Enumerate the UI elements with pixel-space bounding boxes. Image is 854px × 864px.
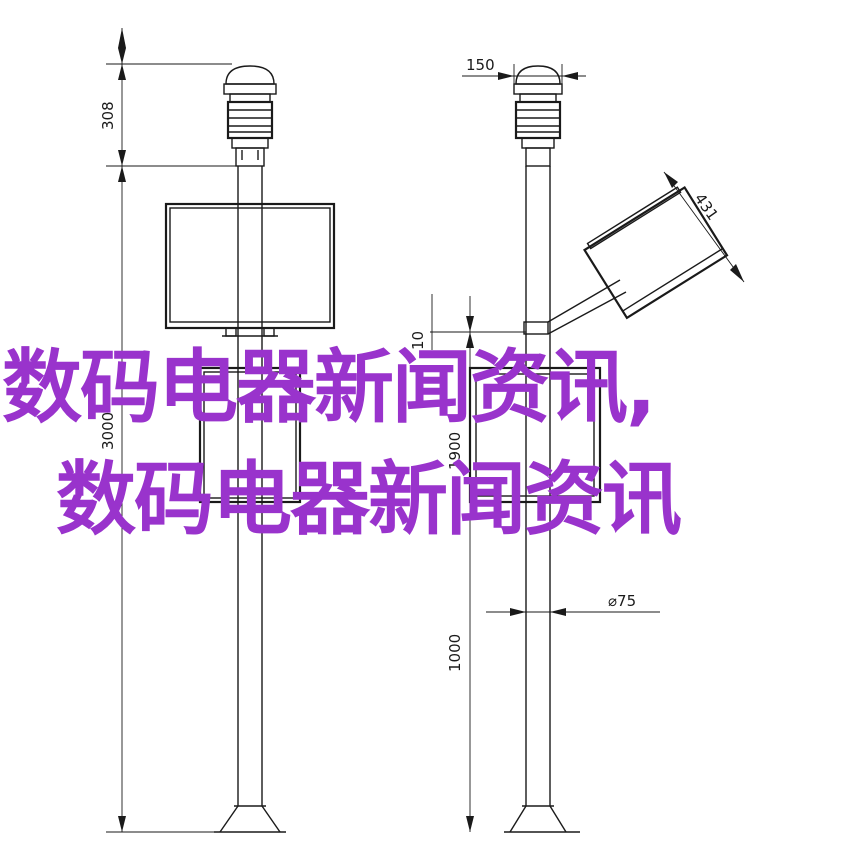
right-station: 150 10 1900 1000: [409, 56, 745, 833]
overlay-headline-line1: 数码电器新闻资讯,: [2, 341, 656, 434]
overlay-headline-line2: 数码电器新闻资讯: [56, 453, 682, 546]
dim-label-left-top: 308: [99, 101, 117, 130]
dim-label-left-total: 3000: [99, 412, 117, 450]
left-station: 308 3000: [99, 28, 336, 833]
dim-label-bottom-height: 1000: [446, 634, 464, 672]
dim-label-bracket: 10: [409, 331, 427, 350]
dim-label-top-width: 150: [466, 56, 495, 74]
dim-label-panel-side: 431: [691, 190, 722, 224]
dim-label-mid-height: 1900: [446, 432, 464, 470]
dim-label-pole-diameter: ⌀75: [608, 592, 636, 610]
